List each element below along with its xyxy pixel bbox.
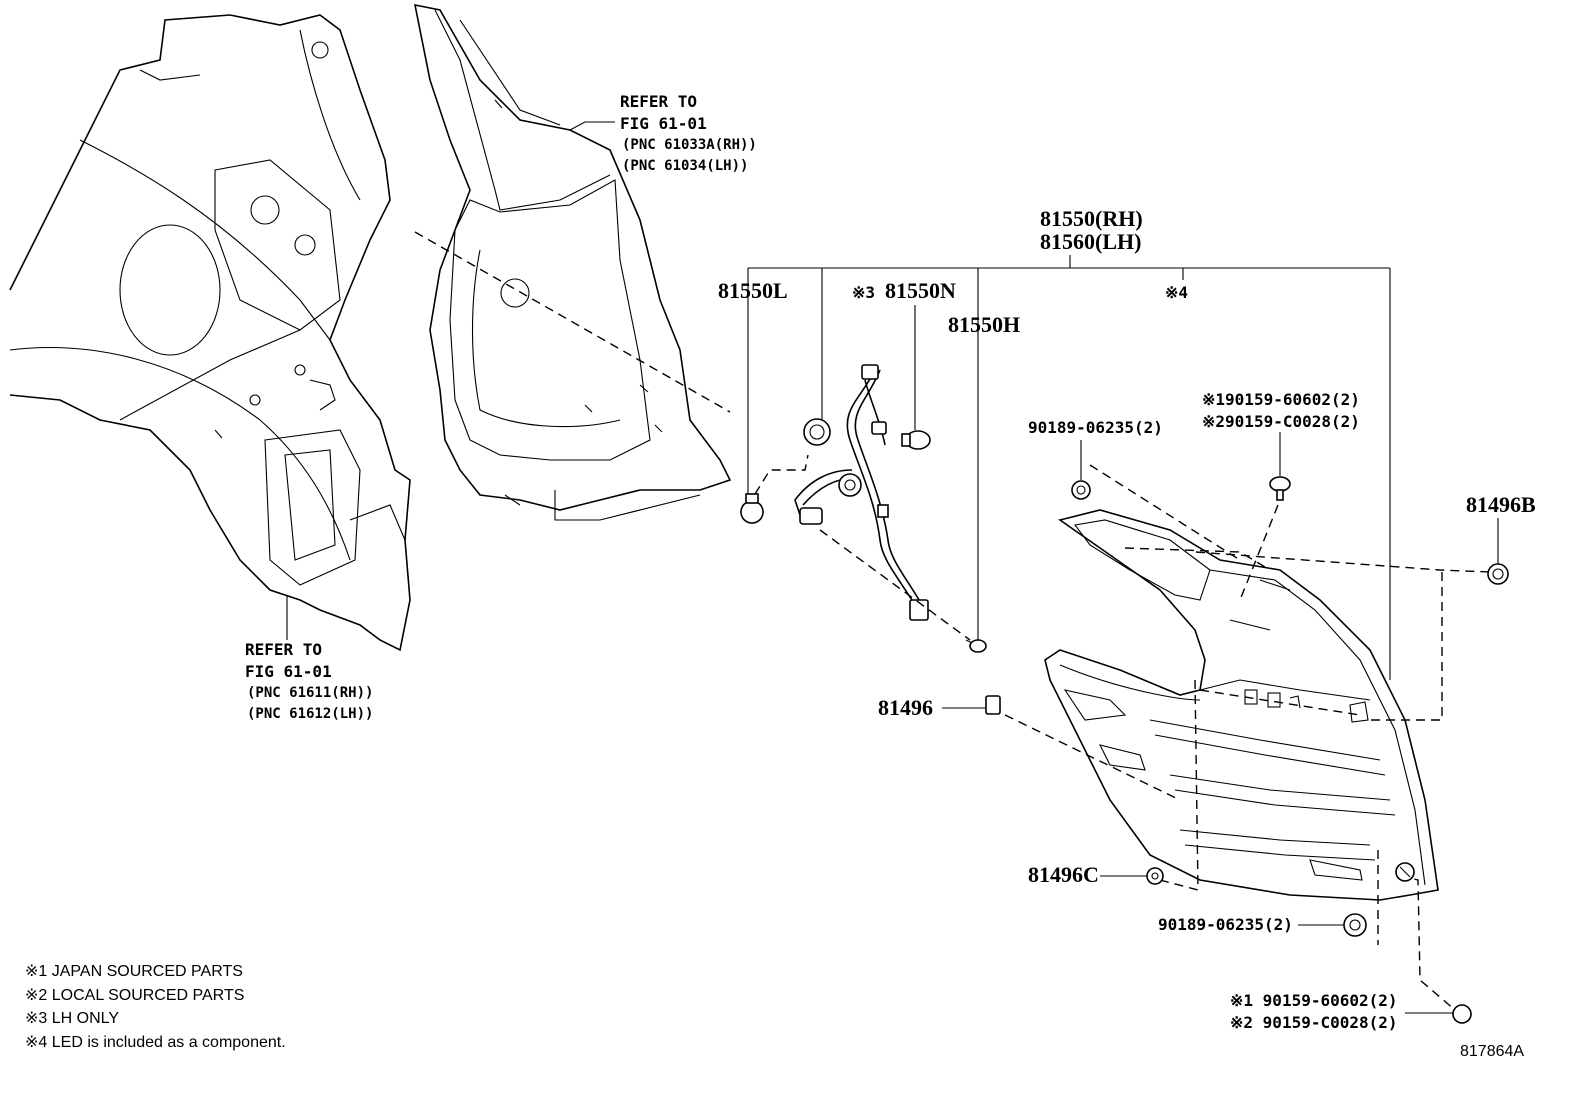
screw-90159-top [1269,432,1291,501]
label-90159-b: ※290159-C0028(2) [1202,412,1360,431]
label-81550L: 81550L [718,278,788,303]
label-81560-lh: 81560(LH) [1040,229,1141,254]
figure-id: 817864A [1460,1043,1524,1060]
clip-81496C [1100,867,1164,885]
label-81550N: 81550N [885,278,956,303]
svg-text:(PNC 61612(LH)): (PNC 61612(LH)) [247,706,373,722]
note-4: ※4 LED is included as a component. [25,1034,286,1051]
wire-harness [794,364,929,621]
svg-text:FIG 61-01: FIG 61-01 [245,662,332,681]
label-81496C: 81496C [1028,862,1099,887]
svg-text:(PNC 61611(RH)): (PNC 61611(RH)) [247,685,373,701]
label-81496B: 81496B [1466,492,1536,517]
label-90159-d: ※2 90159-C0028(2) [1230,1013,1398,1032]
nut-90189-top [1071,440,1091,500]
quarter-panel-drawing [9,14,411,652]
part-labels: 81550(RH) 81560(LH) 81550L ※3 81550N 815… [718,206,1536,1032]
label-90159-a: ※190159-60602(2) [1202,390,1360,409]
refer-note-top: REFER TO FIG 61-01 (PNC 61033A(RH)) (PNC… [620,92,757,174]
svg-text:REFER TO: REFER TO [620,92,697,111]
assembly-bracket [747,255,1391,680]
screw-90159-bottom [1405,1004,1472,1024]
nut-90189-bottom [1298,913,1367,937]
refer-note-bottom: REFER TO FIG 61-01 (PNC 61611(RH)) (PNC … [245,640,373,722]
label-81496: 81496 [878,695,933,720]
label-81550-rh: 81550(RH) [1040,206,1143,231]
label-90189-bottom: 90189-06235(2) [1158,915,1293,934]
screw-90159-mid [1395,862,1415,882]
mount-axis-line [414,231,731,413]
svg-text:(PNC 61033A(RH)): (PNC 61033A(RH)) [622,137,757,153]
note-2: ※2 LOCAL SOURCED PARTS [25,987,244,1004]
lamp-leader-dashes [1004,464,1491,1011]
bulb-81550L [740,493,764,524]
note-3: ※3 LH ONLY [25,1010,119,1027]
label-90159-c: ※1 90159-60602(2) [1230,991,1398,1010]
svg-text:REFER TO: REFER TO [245,640,322,659]
label-led-note: ※4 [1165,283,1188,302]
bulb-81550N [901,430,931,450]
socket-leader-dash [819,529,971,641]
svg-text:(PNC 61034(LH)): (PNC 61034(LH)) [622,158,748,174]
note-1: ※1 JAPAN SOURCED PARTS [25,963,243,980]
bulb-81550H [965,639,987,653]
label-81550N-note: ※3 [852,283,875,302]
inner-panel-drawing [413,3,732,521]
svg-text:FIG 61-01: FIG 61-01 [620,114,707,133]
clip-81496B [1487,518,1509,585]
clip-81496 [942,695,1001,715]
footnotes: ※1 JAPAN SOURCED PARTS ※2 LOCAL SOURCED … [25,963,286,1051]
bulb-leader-dash [754,454,809,495]
label-81550H: 81550H [948,312,1020,337]
tail-lamp-assembly [1044,509,1439,901]
label-90189-top: 90189-06235(2) [1028,418,1163,437]
